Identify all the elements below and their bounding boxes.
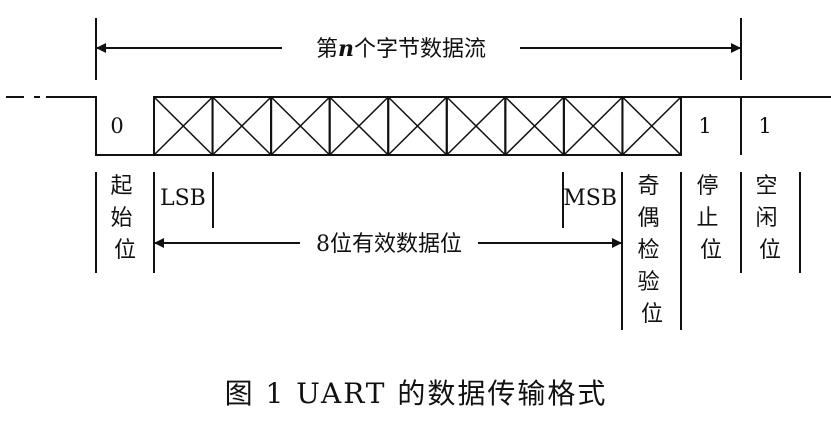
stop-bit-value: 1 [698,114,711,138]
start-bit-label: 起 始 位 [110,174,139,263]
data-span-label: 8位有效数据位 [316,232,462,257]
bit-cell-cross-b [212,96,272,156]
frame-span-label: 第n个字节数据流 [316,36,486,62]
bit-cell-cross-b [387,96,448,156]
field-separators [95,172,801,330]
data-bits-span: 8位有效数据位 [154,232,622,257]
idle-bit-label: 空 闲 位 [755,174,784,263]
parity-bit-label: 奇 偶 检 验 位 [637,174,666,327]
start-bit-value: 0 [110,114,123,138]
bit-cell-cross-b [563,96,623,156]
idle-bit-value: 1 [758,114,771,138]
msb-label: MSB [563,186,617,211]
frame-span-indicator: 第n个字节数据流 [95,18,742,80]
stop-bit-label: 停 止 位 [696,174,725,263]
bit-cell-cross-b [621,96,682,156]
bit-cell-cross-b [504,96,565,156]
bit-cell-cross-b [153,96,214,156]
bit-cell-cross-b [270,96,331,156]
figure-caption: 图 1 UART 的数据传输格式 [225,377,608,410]
bit-cell-cross-b [329,96,389,156]
lsb-label: LSB [160,186,206,211]
data-bit-cells [153,96,683,156]
bit-cell-cross-b [446,96,506,156]
